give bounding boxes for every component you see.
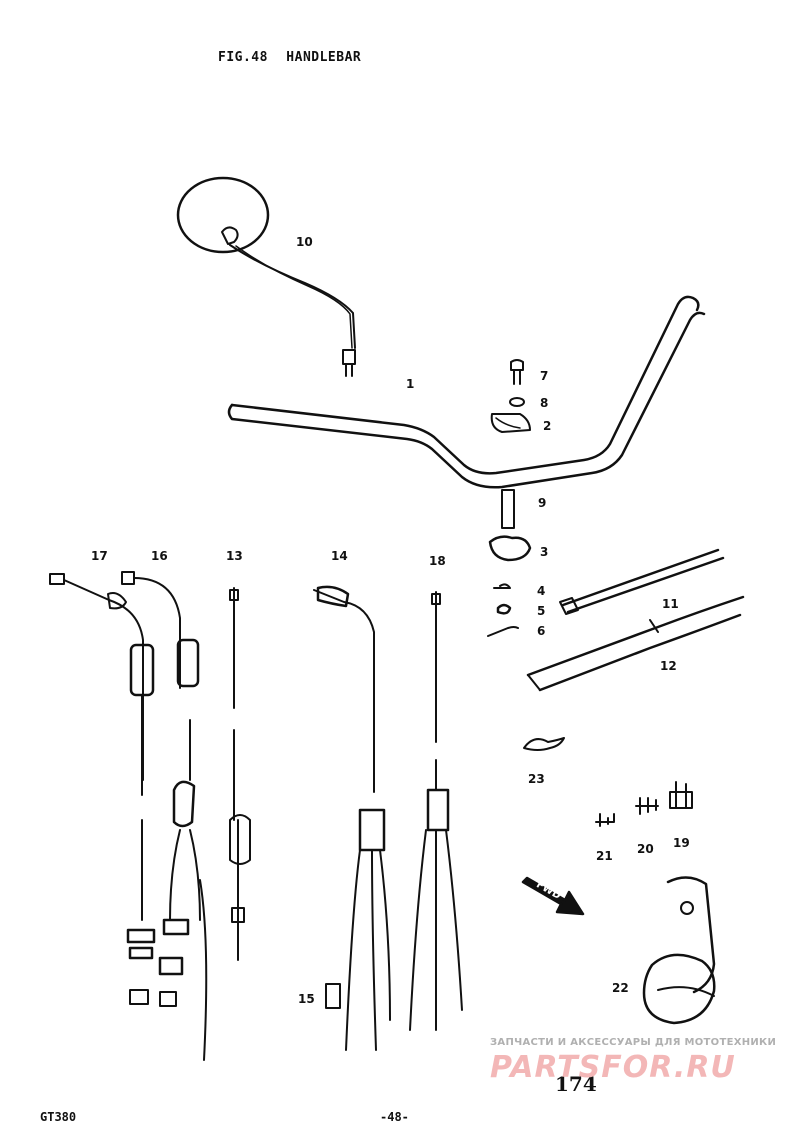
figure-title: FIG.48 HANDLEBAR <box>218 50 371 65</box>
callout-13: 13 <box>226 549 243 563</box>
callout-1: 1 <box>406 377 415 391</box>
cable-18 <box>409 591 463 1031</box>
callout-5: 5 <box>537 604 546 618</box>
watermark-caption: ЗАПЧАСТИ И АКСЕССУАРЫ ДЛЯ МОТОТЕХНИКИ <box>490 1037 777 1048</box>
mirror-part <box>176 176 356 377</box>
figure-name: HANDLEBAR <box>286 50 362 65</box>
model-code: GT380 <box>40 1110 77 1124</box>
callout-23: 23 <box>528 772 545 786</box>
callout-10: 10 <box>296 235 313 249</box>
clamp-parts <box>490 359 531 433</box>
sheet-number: 174 <box>555 1072 597 1096</box>
switch-parts <box>487 489 532 637</box>
callout-19: 19 <box>673 836 690 850</box>
callout-18: 18 <box>429 554 446 568</box>
handlebar-part <box>227 295 706 489</box>
callout-3: 3 <box>540 545 549 559</box>
callout-9: 9 <box>538 496 547 510</box>
fwd-arrow <box>521 876 585 916</box>
watermark-logo: PARTSFOR.RU <box>490 1050 736 1085</box>
cable-16 <box>121 571 208 1061</box>
cable-13 <box>229 587 251 961</box>
callout-7: 7 <box>540 369 549 383</box>
callout-11: 11 <box>662 597 679 611</box>
cable-14 <box>313 585 391 1051</box>
small-parts <box>523 737 693 827</box>
grip-parts <box>526 548 745 692</box>
callout-8: 8 <box>540 396 549 410</box>
callout-6: 6 <box>537 624 546 638</box>
callout-21: 21 <box>596 849 613 863</box>
callout-4: 4 <box>537 584 546 598</box>
callout-17: 17 <box>91 549 108 563</box>
callout-22: 22 <box>612 981 629 995</box>
callout-20: 20 <box>637 842 654 856</box>
callout-12: 12 <box>660 659 677 673</box>
cable-17 <box>49 573 156 1005</box>
callout-2: 2 <box>543 419 552 433</box>
callout-14: 14 <box>331 549 348 563</box>
page-label: -48- <box>380 1110 409 1124</box>
callout-16: 16 <box>151 549 168 563</box>
callout-15: 15 <box>298 992 315 1006</box>
figure-number: FIG.48 <box>218 50 268 65</box>
bracket-part <box>642 876 716 1025</box>
